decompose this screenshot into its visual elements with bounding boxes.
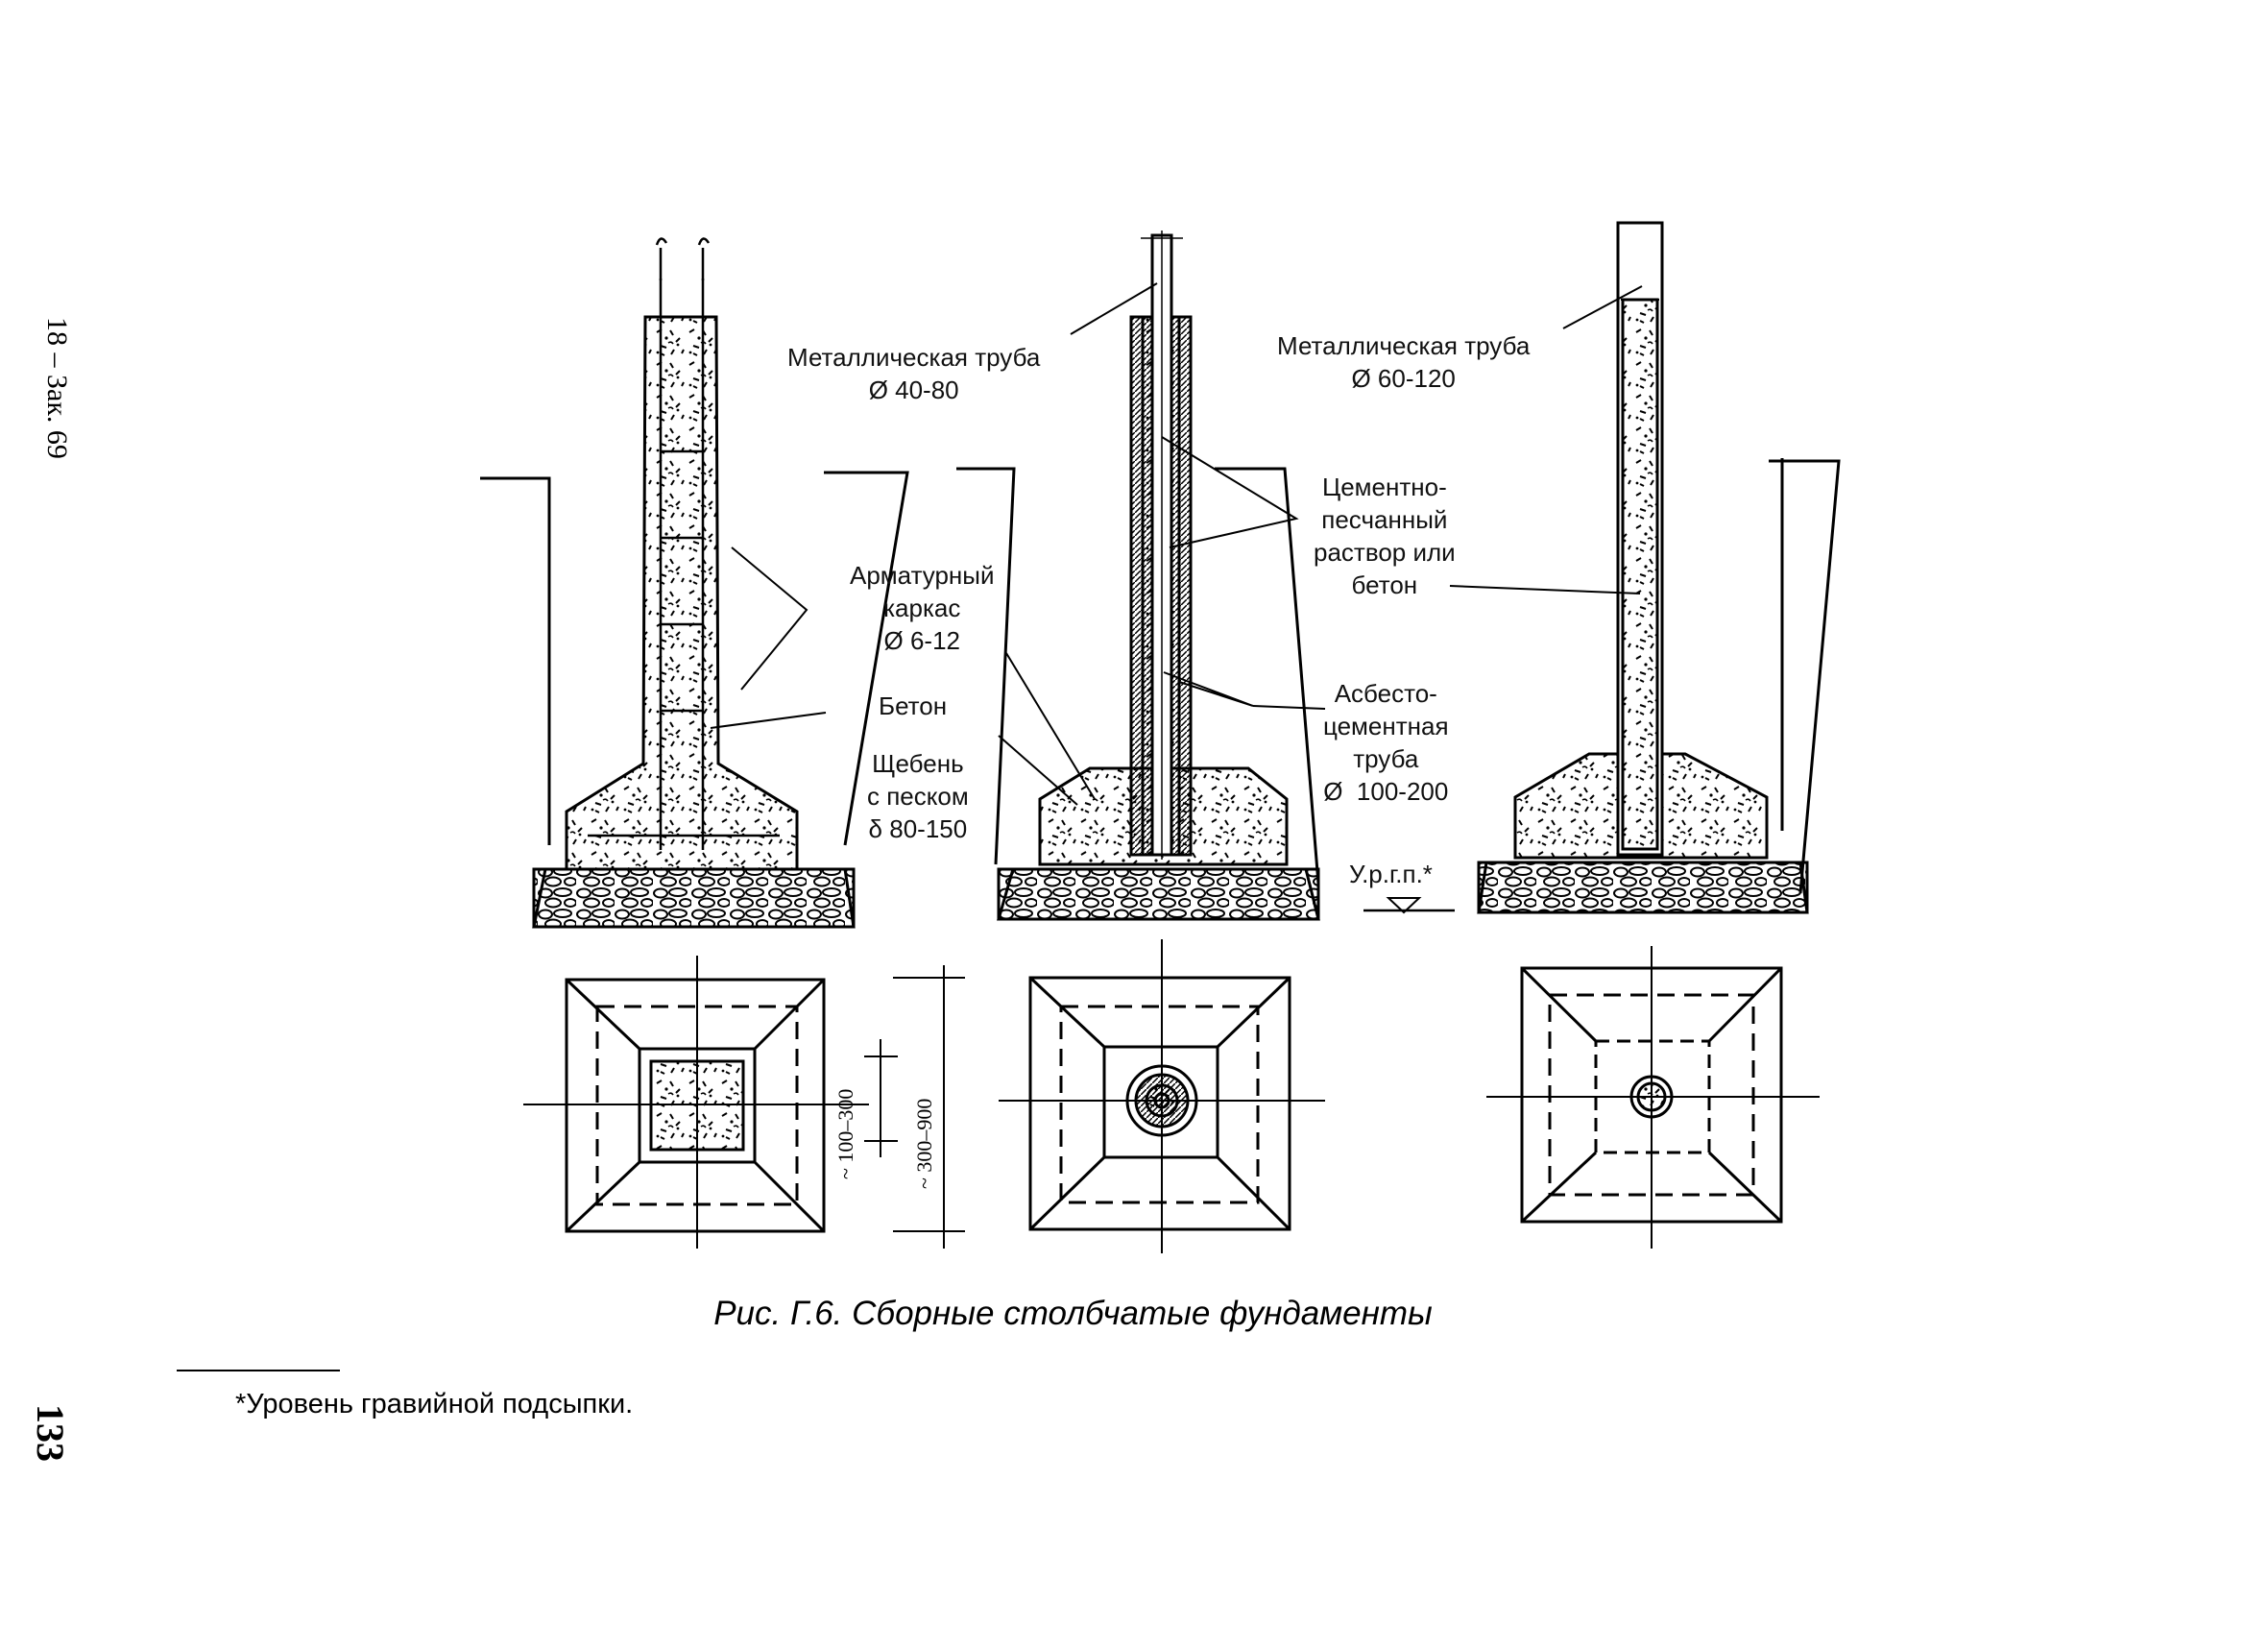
plan-view-2 [999,939,1325,1253]
figure-caption: Рис. Г.6. Сборные столбчатые фундаменты [713,1295,1433,1332]
label-metal-pipe-40-80: Металлическая труба Ø 40-80 [787,343,1041,404]
dim-inner-size: ~ 100–300 [833,1088,857,1179]
label-concrete: Бетон [879,692,948,720]
plan-view-3 [1486,946,1820,1249]
plan-view-1 [523,956,869,1249]
label-metal-pipe-60-120: Металлическая труба Ø 60-120 [1277,331,1531,393]
footnote: *Уровень гравийной подсыпки. [235,1389,634,1419]
label-rebar-cage: Арматурный каркас Ø 6-12 [850,561,995,655]
foundation-1-section [480,237,909,929]
label-gravel-level: У.р.г.п.* [1349,860,1433,888]
foundation-2-section [956,231,1455,921]
footnote-rule [177,1370,340,1371]
gravel-bed-2 [997,867,1320,921]
column-1 [565,315,799,871]
sheet-code: 18 – Зак. 69 [41,317,73,459]
label-mortar: Цементно- песчанный раствор или бетон [1314,473,1456,599]
dim-outer-size: ~ 300–900 [912,1098,936,1189]
foundation-3-section [1449,221,1841,914]
gravel-bed-3 [1477,861,1809,914]
dimension-lines [864,965,965,1249]
gravel-bed-1 [532,867,856,929]
page-number: 133 [29,1404,72,1462]
label-asbestos-pipe: Асбесто- цементная труба Ø 100-200 [1323,679,1449,806]
label-gravel: Щебень с песком δ 80-150 [867,749,969,843]
